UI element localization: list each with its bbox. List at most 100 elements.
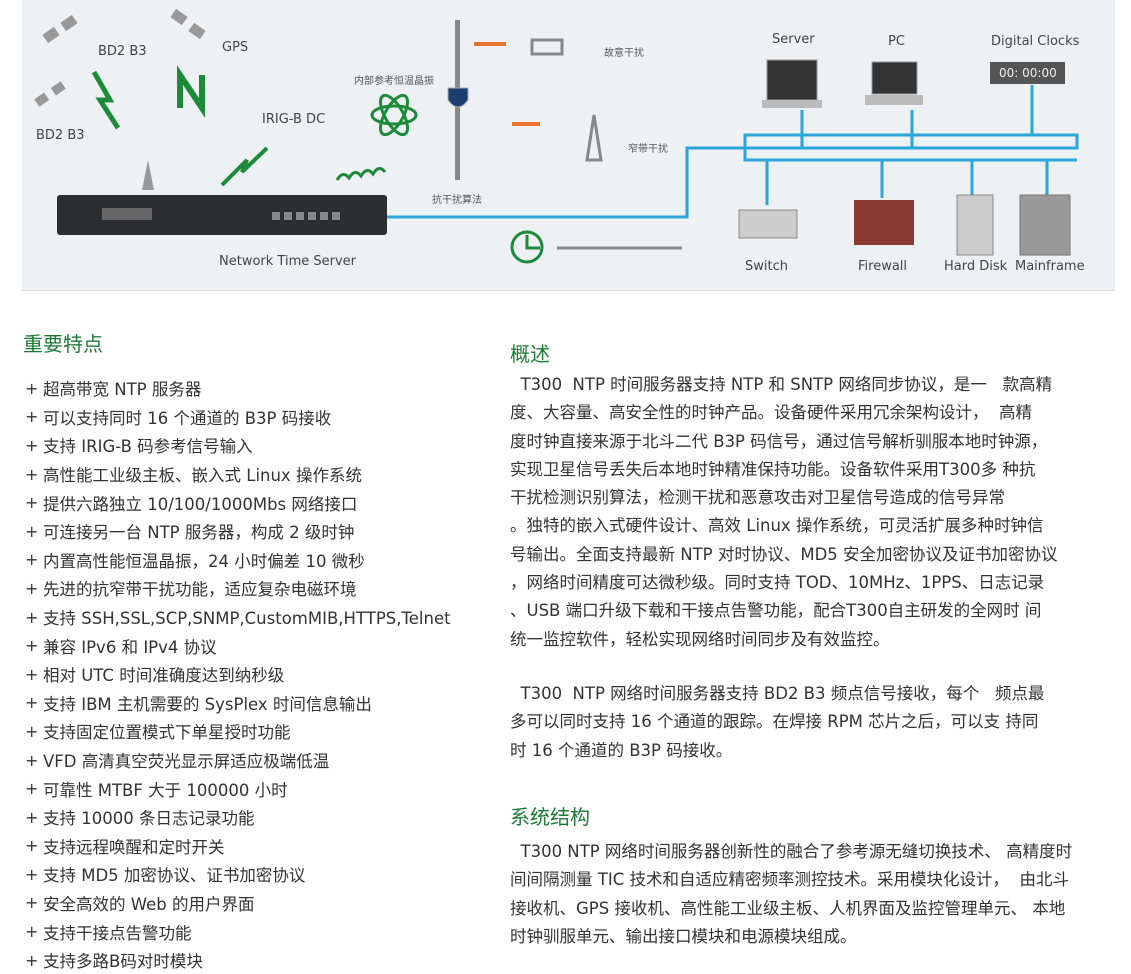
plus-icon: +: [25, 893, 39, 913]
plus-icon: +: [25, 836, 39, 856]
plus-icon: +: [25, 864, 39, 884]
paragraph-line: 。独特的嵌入式硬件设计、高效 Linux 操作系统，可灵活扩展多种时钟信: [510, 516, 1044, 536]
plus-icon: +: [25, 378, 39, 398]
feature-item: +VFD 高清真空荧光显示屏适应极端低温: [25, 746, 451, 775]
label-network-time-server: Network Time Server: [219, 254, 356, 269]
switch-icon: [738, 209, 798, 239]
plus-icon: +: [25, 464, 39, 484]
paragraph-line: T300 NTP 网络时间服务器创新性的融合了参考源无缝切换技术、 高精度时: [510, 842, 1073, 861]
plus-icon: +: [25, 750, 39, 770]
plus-icon: +: [25, 950, 39, 970]
feature-item: +支持固定位置模式下单星授时功能: [25, 717, 451, 746]
feature-text: 支持 MD5 加密协议、证书加密协议: [43, 866, 306, 886]
feature-item: +可连接另一台 NTP 服务器，构成 2 级时钟: [25, 517, 451, 546]
label-bd2-b3: BD2 B3: [36, 128, 85, 143]
plus-icon: +: [25, 521, 39, 541]
label-server: Server: [772, 32, 815, 47]
feature-text: 相对 UTC 时间准确度达到纳秒级: [43, 666, 285, 686]
feature-text: 先进的抗窄带干扰功能，适应复杂电磁环境: [43, 580, 357, 600]
feature-text: 提供六路独立 10/100/1000Mbs 网络接口: [43, 494, 358, 514]
feature-text: 可以支持同时 16 个通道的 B3P 码接收: [43, 408, 332, 428]
feature-text: 支持 10000 条日志记录功能: [43, 809, 255, 829]
paragraph-line: 间间隔测量 TIC 技术和自适应精密频率测控技术。采用模块化设计， 由北斗: [510, 870, 1069, 890]
feature-item: +提供六路独立 10/100/1000Mbs 网络接口: [25, 488, 451, 517]
label-fault-jam: 故意干扰: [604, 48, 644, 59]
feature-text: 支持 IBM 主机需要的 SysPlex 时间信息输出: [43, 694, 372, 714]
clock-icon: [510, 230, 544, 264]
overview-heading: 概述: [510, 342, 550, 366]
paragraph-line: 度时钟直接来源于北斗二代 B3P 码信号，通过信号解析驯服本地时钟源，: [510, 431, 1048, 451]
overview-paragraph-1: T300 NTP 时间服务器支持 NTP 和 SNTP 网络同步协议，是一 款高…: [510, 371, 1058, 654]
feature-text: 可靠性 MTBF 大于 100000 小时: [43, 780, 288, 800]
paragraph-line: 多可以同时支持 16 个通道的跟踪。在焊接 RPM 芯片之后，可以支 持同: [510, 712, 1039, 732]
plus-icon: +: [25, 664, 39, 684]
label-anti-jam: 抗干扰算法: [432, 195, 482, 206]
feature-item: +支持 IRIG-B 码参考信号输入: [25, 431, 451, 460]
feature-item: +支持多路B码对时模块: [25, 946, 451, 974]
arrow-icon: [512, 122, 540, 126]
feature-text: VFD 高清真空荧光显示屏适应极端低温: [43, 752, 330, 772]
network-time-server-device: [57, 195, 387, 235]
label-bd2-b3: BD2 B3: [98, 44, 147, 59]
paragraph-line: 接收机、GPS 接收机、高性能工业级主板、人机界面及监控管理单元、 本地: [510, 898, 1066, 918]
plus-icon: +: [25, 693, 39, 713]
plus-icon: +: [25, 435, 39, 455]
feature-item: +先进的抗窄带干扰功能，适应复杂电磁环境: [25, 574, 451, 603]
architecture-heading: 系统结构: [510, 805, 590, 829]
features-heading: 重要特点: [23, 332, 103, 356]
network-diagram: BD2 B3 GPS BD2 B3 IRIG-B DC 内部参考恒温晶振 抗干扰…: [22, 0, 1115, 291]
feature-item: +支持干接点告警功能: [25, 917, 451, 946]
label-switch: Switch: [745, 259, 788, 274]
feature-text: 支持多路B码对时模块: [43, 952, 203, 972]
feature-item: +支持远程唤醒和定时开关: [25, 832, 451, 861]
arrow-icon: [474, 42, 506, 46]
plus-icon: +: [25, 922, 39, 942]
plus-icon: +: [25, 636, 39, 656]
tower-icon: [585, 114, 603, 162]
label-narrowband-jam: 窄带干扰: [628, 144, 668, 155]
label-digital-clocks: Digital Clocks: [991, 34, 1080, 49]
satellite-icon: [34, 8, 206, 107]
feature-text: 安全高效的 Web 的用户界面: [43, 894, 255, 914]
shield-icon: [447, 87, 469, 108]
feature-item: +相对 UTC 时间准确度达到纳秒级: [25, 660, 451, 689]
features-list: +超高带宽 NTP 服务器+可以支持同时 16 个通道的 B3P 码接收+支持 …: [25, 374, 451, 974]
paragraph-line: 度、大容量、高安全性的时钟产品。设备硬件采用冗余架构设计， 高精: [510, 403, 1032, 423]
feature-item: +高性能工业级主板、嵌入式 Linux 操作系统: [25, 460, 451, 489]
signal-bolt-icon: [91, 70, 121, 130]
plus-icon: +: [25, 407, 39, 427]
paragraph-line: T300 NTP 时间服务器支持 NTP 和 SNTP 网络同步协议，是一 款高…: [510, 375, 1053, 394]
feature-text: 支持固定位置模式下单星授时功能: [43, 723, 291, 743]
paragraph-line: ，网络时间精度可达微秒级。同时支持 TOD、10MHz、1PPS、日志记录: [510, 573, 1045, 593]
label-mainframe: Mainframe: [1015, 259, 1085, 274]
feature-item: +支持 MD5 加密协议、证书加密协议: [25, 860, 451, 889]
paragraph-line: 号输出。全面支持最新 NTP 对时协议、MD5 安全加密协议及证书加密协议: [510, 544, 1058, 564]
plus-icon: +: [25, 607, 39, 627]
label-hard-disk: Hard Disk: [944, 259, 1008, 274]
overview-paragraph-2: T300 NTP 网络时间服务器支持 BD2 B3 频点信号接收，每个 频点最多…: [510, 680, 1044, 765]
paragraph-line: 实现卫星信号丢失后本地时钟精准保持功能。设备软件采用T300多 种抗: [510, 459, 1036, 479]
paragraph-line: 统一监控软件，轻松实现网络时间同步及有效监控。: [510, 629, 890, 649]
plus-icon: +: [25, 779, 39, 799]
label-gps: GPS: [222, 40, 249, 55]
feature-item: +兼容 IPv6 和 IPv4 协议: [25, 631, 451, 660]
firewall-icon: [854, 200, 914, 245]
label-irig-b: IRIG-B DC: [262, 112, 326, 127]
paragraph-line: 时 16 个通道的 B3P 码接收。: [510, 740, 733, 760]
diagram-graphics: [34, 8, 1079, 264]
feature-text: 支持干接点告警功能: [43, 923, 192, 943]
feature-text: 内置高性能恒温晶振，24 小时偏差 10 微秒: [43, 551, 365, 571]
paragraph-line: T300 NTP 网络时间服务器支持 BD2 B3 频点信号接收，每个 频点最: [510, 684, 1045, 703]
clock-display: 00: 00:00: [999, 66, 1057, 80]
feature-item: +安全高效的 Web 的用户界面: [25, 889, 451, 918]
paragraph-line: 、USB 端口升级下载和干接点告警功能，配合T300自主研发的全网时 间: [510, 601, 1042, 621]
feature-item: +内置高性能恒温晶振，24 小时偏差 10 微秒: [25, 546, 451, 575]
plus-icon: +: [25, 578, 39, 598]
server-icon: [766, 59, 818, 101]
paragraph-line: 时钟驯服单元、输出接口模块和电源模块组成。: [510, 926, 857, 946]
jammer-icon: [530, 38, 564, 56]
feature-text: 兼容 IPv6 和 IPv4 协议: [43, 637, 217, 657]
atom-icon: [370, 93, 418, 137]
label-pc: PC: [888, 34, 905, 49]
plus-icon: +: [25, 721, 39, 741]
